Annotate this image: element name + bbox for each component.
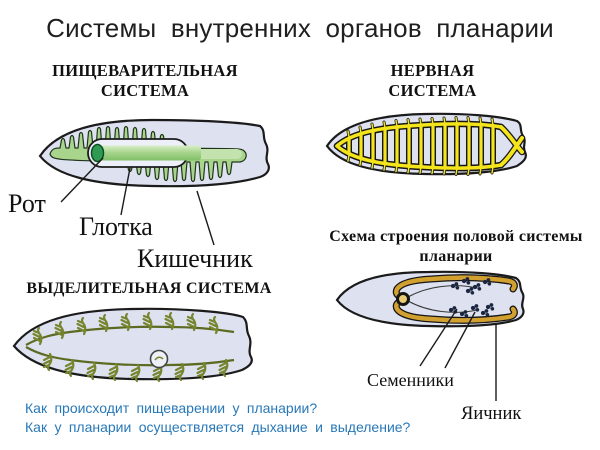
mouth-label: Рот	[8, 189, 46, 218]
question-2: Как у планарии осуществляется дыхание и …	[25, 419, 411, 435]
nervous-system-diagram	[325, 112, 527, 176]
worm-body	[12, 307, 253, 381]
excretory-pore	[149, 349, 169, 369]
trunk-highlight	[194, 149, 242, 159]
excretory-system-diagram	[12, 307, 253, 383]
pharynx-label: Глотка	[79, 212, 153, 241]
nervous-system-heading: НЕРВНАЯ СИСТЕМА	[388, 61, 477, 101]
excretory-system-heading: ВЫДЕЛИТЕЛЬНАЯ СИСТЕМА	[26, 280, 272, 297]
intestine-leader-line	[196, 190, 215, 246]
page-title: Системы внутренних органов планарии	[46, 13, 554, 43]
question-1: Как происходит пищеварении у планарии?	[25, 400, 318, 416]
pore-tubule	[154, 356, 164, 361]
nerve-ladder	[335, 116, 524, 176]
pharynx-tube	[96, 145, 201, 161]
ovary	[396, 292, 410, 306]
reproductive-system-heading: Схема строения половой системы планарии	[329, 228, 583, 265]
intestine-label: Кишечник	[137, 244, 253, 273]
testes-label: Семенники	[367, 370, 454, 390]
digestive-system-heading: ПИЩЕВАРИТЕЛЬНАЯ СИСТЕМА	[52, 61, 238, 101]
questions-block: Как происходит пищеварении у планарии? К…	[25, 399, 410, 437]
reproductive-system-diagram	[335, 270, 525, 328]
pharynx-opening	[90, 143, 105, 163]
digestive-system-diagram	[38, 118, 270, 188]
ovary-label: Яичник	[461, 404, 522, 424]
